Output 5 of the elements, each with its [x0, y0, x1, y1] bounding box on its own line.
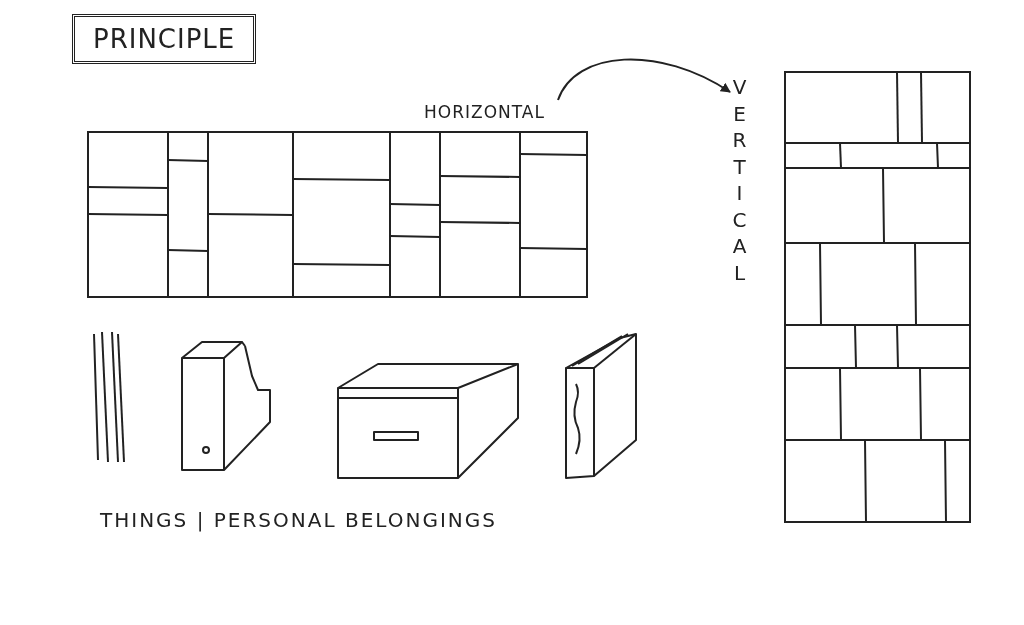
grid-heading: VERTICAL: [732, 74, 748, 286]
curved-arrow: [557, 58, 731, 101]
drawing-caption: THINGS | PERSONAL BELONGINGS: [100, 508, 497, 532]
title-frame: PRINCIPLE: [72, 14, 257, 64]
grid-heading: HORIZONTAL: [424, 102, 545, 122]
